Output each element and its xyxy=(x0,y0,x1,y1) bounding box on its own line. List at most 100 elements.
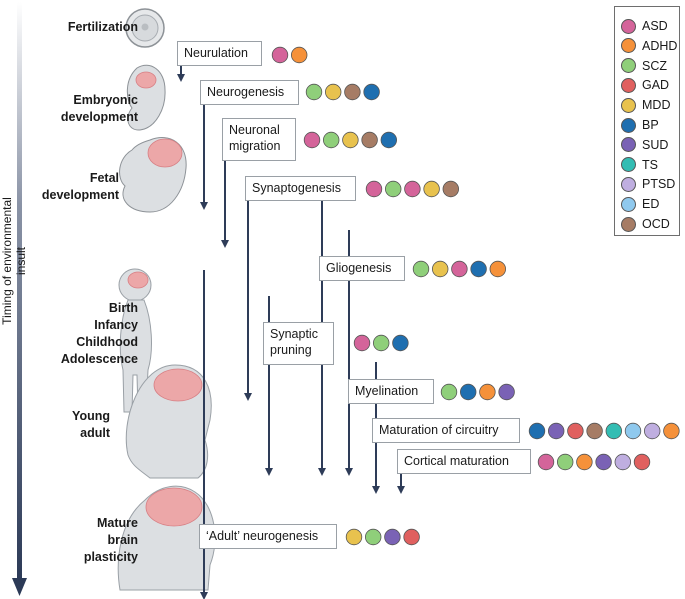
dot-asd xyxy=(365,180,383,198)
dot-bp xyxy=(470,260,487,278)
dot-asd xyxy=(451,260,468,278)
disorder-dots xyxy=(271,46,680,546)
dot-asd xyxy=(271,46,289,64)
stage-label-childhood: Birth Infancy Childhood Adolescence xyxy=(60,301,138,366)
legend-dot xyxy=(621,117,636,133)
dot-mdd xyxy=(432,260,449,278)
legend-dot xyxy=(621,216,636,232)
legend-label: GAD xyxy=(642,78,670,93)
legend-label: SCZ xyxy=(642,58,667,73)
dot-bp xyxy=(460,383,477,401)
legend-dot xyxy=(621,137,636,153)
dot-mdd xyxy=(325,83,342,101)
dot-adhd xyxy=(479,383,496,401)
stage-label-embryonic: Embryonic development xyxy=(60,93,138,124)
dot-sud xyxy=(498,383,515,401)
process-neurulation: Neurulation xyxy=(177,41,262,66)
legend-label: MDD xyxy=(642,98,671,113)
stage-label-fertilization: Fertilization xyxy=(67,20,138,34)
timeline-axis xyxy=(12,2,27,596)
process-synaptic-pruning: Synaptic pruning xyxy=(263,322,334,365)
dot-bp xyxy=(392,334,409,352)
stage-label-fetal: Fetal development xyxy=(41,171,119,202)
dot-scz xyxy=(385,180,402,198)
legend-item-ptsd: PTSD xyxy=(621,174,675,194)
egg-cell-illustration xyxy=(125,8,165,48)
process-synaptogenesis: Synaptogenesis xyxy=(245,176,356,201)
legend-dot xyxy=(621,77,636,93)
adult-head-illustration xyxy=(117,485,216,591)
timing-axis-label: Timing of environmental insult xyxy=(0,197,28,325)
dot-sud xyxy=(384,528,401,546)
legend-label: SUD xyxy=(642,137,669,152)
dot-asd xyxy=(404,180,421,198)
dot-gad xyxy=(633,453,651,471)
dot-scz xyxy=(557,453,574,471)
legend-item-bp: BP xyxy=(621,115,659,135)
legend-dot xyxy=(621,38,636,54)
dot-ocd xyxy=(442,180,460,198)
dot-adhd xyxy=(576,453,593,471)
stage-label-young-adult: Young adult xyxy=(72,409,110,440)
legend-dot xyxy=(621,176,636,192)
disorder-legend: ASD ADHD SCZ GAD MDD BP SUD TS PTSD ED OCD xyxy=(614,6,680,236)
legend-label: OCD xyxy=(642,217,670,231)
legend-label: ASD xyxy=(642,19,668,33)
dot-asd xyxy=(303,131,321,149)
dot-adhd xyxy=(663,422,680,440)
process-gliogenesis: Gliogenesis xyxy=(319,256,405,281)
dot-scz xyxy=(440,383,458,401)
dot-gad xyxy=(403,528,420,546)
legend-item-ed: ED xyxy=(621,194,659,214)
stage-label-mature: Mature brain plasticity xyxy=(83,516,138,564)
legend-dot xyxy=(621,58,636,74)
process-neurogenesis: Neurogenesis xyxy=(200,80,299,105)
legend-dot xyxy=(621,157,636,173)
legend-dot xyxy=(621,18,636,34)
dot-scz xyxy=(373,334,390,352)
dot-ptsd xyxy=(644,422,661,440)
legend-label: BP xyxy=(642,118,659,132)
legend-label: ADHD xyxy=(642,38,678,53)
dot-ptsd xyxy=(614,453,632,471)
legend-dot xyxy=(621,196,636,212)
dot-adhd xyxy=(489,260,507,278)
dot-ed xyxy=(624,422,642,440)
dot-ocd xyxy=(361,131,378,149)
dot-mdd xyxy=(423,180,440,198)
dot-sud xyxy=(548,422,565,440)
legend-label: PTSD xyxy=(642,177,676,192)
fetus-illustration xyxy=(119,137,187,213)
process-maturation-of-circuitry: Maturation of circuitry xyxy=(372,418,520,443)
dot-gad xyxy=(567,422,584,440)
legend-item-gad: GAD xyxy=(621,75,669,95)
legend-item-scz: SCZ xyxy=(621,56,667,76)
process-myelination: Myelination xyxy=(348,379,434,404)
process-cortical-maturation: Cortical maturation xyxy=(397,449,531,474)
dot-bp xyxy=(528,422,546,440)
dot-sud xyxy=(595,453,612,471)
dot-scz xyxy=(323,131,340,149)
legend-label: ED xyxy=(642,197,660,212)
dot-scz xyxy=(412,260,430,278)
dot-ts xyxy=(605,422,623,440)
legend-item-ocd: OCD xyxy=(621,214,670,234)
child-body-illustration xyxy=(118,268,152,413)
dot-bp xyxy=(363,83,380,101)
legend-item-sud: SUD xyxy=(621,135,668,155)
dot-ocd xyxy=(586,422,603,440)
dot-ocd xyxy=(344,83,361,101)
dot-mdd xyxy=(345,528,363,546)
legend-item-adhd: ADHD xyxy=(621,36,677,56)
legend-item-asd: ASD xyxy=(621,16,668,36)
embryo-illustration xyxy=(126,64,166,131)
dot-bp xyxy=(380,131,398,149)
legend-label: TS xyxy=(642,157,658,172)
dot-asd xyxy=(537,453,555,471)
legend-item-ts: TS xyxy=(621,155,658,175)
dot-adhd xyxy=(291,46,308,64)
legend-item-mdd: MDD xyxy=(621,95,670,115)
young-adult-head-illustration xyxy=(125,364,212,479)
